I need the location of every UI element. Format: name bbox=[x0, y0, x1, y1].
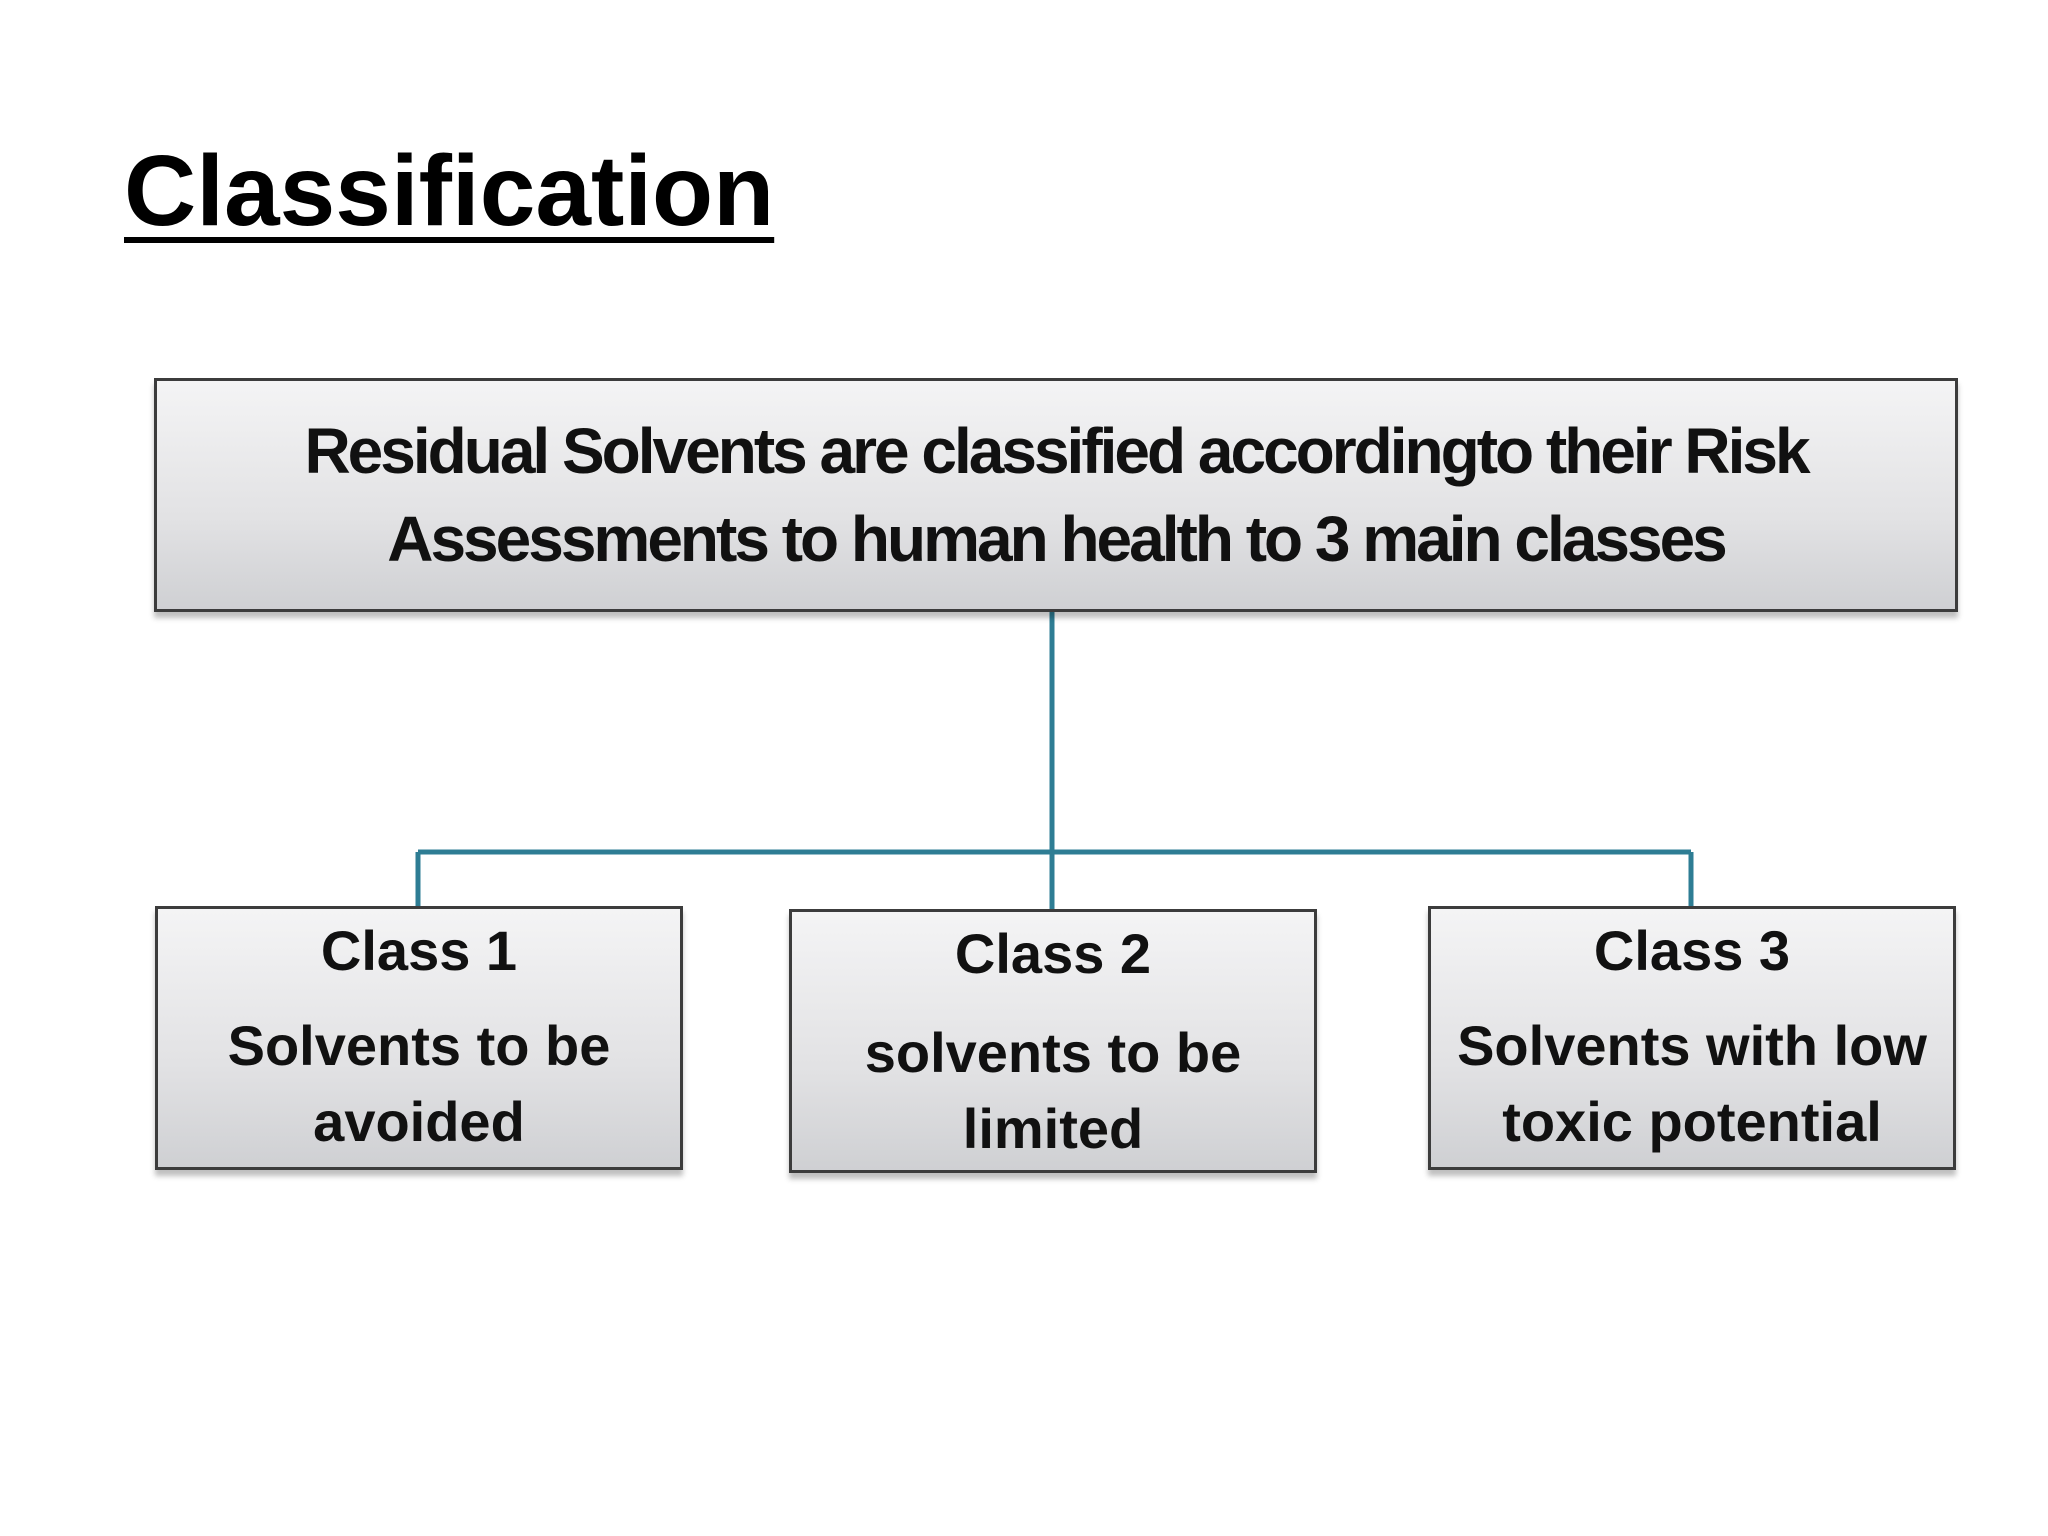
class-2-description-line-1: solvents to be bbox=[864, 1021, 1242, 1085]
class-3-description-line-1: Solvents with low bbox=[1457, 1014, 1927, 1078]
slide-title: Classification bbox=[124, 135, 775, 247]
class-2-description: solvents to be limited bbox=[865, 1015, 1242, 1166]
class-2-description-line-2: limited bbox=[962, 1096, 1144, 1160]
class-3-description-line-2: toxic potential bbox=[1502, 1089, 1882, 1153]
class-1-box: Class 1 Solvents to be avoided bbox=[155, 906, 683, 1170]
class-3-box: Class 3 Solvents with low toxic potentia… bbox=[1428, 906, 1956, 1170]
class-1-title: Class 1 bbox=[320, 919, 518, 982]
root-node-box: Residual Solvents are classified accordi… bbox=[154, 378, 1958, 612]
root-node-line-1: Residual Solvents are classified accordi… bbox=[304, 414, 1810, 487]
root-node-line-2: Assessments to human health to 3 main cl… bbox=[387, 503, 1728, 575]
class-2-box: Class 2 solvents to be limited bbox=[789, 909, 1317, 1173]
class-2-title: Class 2 bbox=[954, 922, 1152, 985]
class-3-title: Class 3 bbox=[1593, 919, 1791, 982]
class-1-description-line-1: Solvents to be bbox=[227, 1014, 611, 1078]
class-1-description-line-2: avoided bbox=[313, 1089, 525, 1153]
class-3-description: Solvents with low toxic potential bbox=[1457, 1008, 1927, 1159]
class-1-description: Solvents to be avoided bbox=[228, 1008, 611, 1159]
tree-connectors bbox=[415, 612, 1694, 909]
